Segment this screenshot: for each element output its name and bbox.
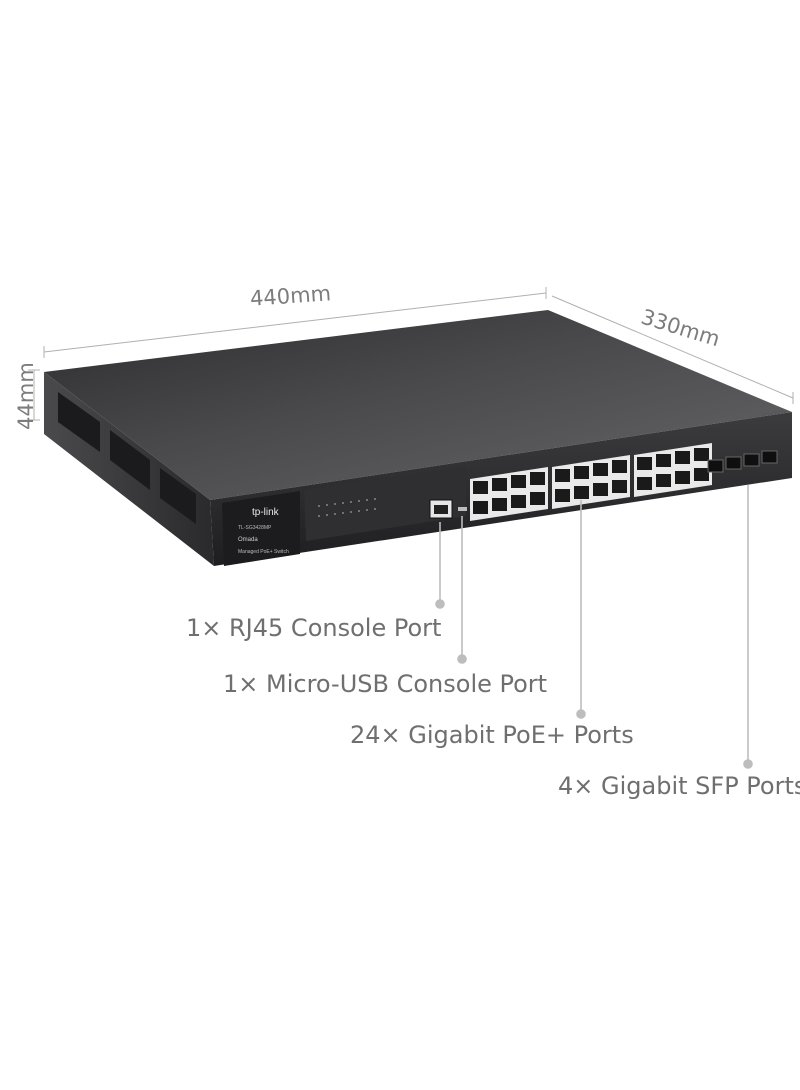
poe-port xyxy=(473,501,488,514)
series-name: Omada xyxy=(238,537,258,543)
callout-micro-usb-console: 1× Micro-USB Console Port xyxy=(223,670,548,698)
poe-port xyxy=(574,486,589,499)
callout-poe-ports: 24× Gigabit PoE+ Ports xyxy=(350,721,634,749)
poe-port xyxy=(555,469,570,482)
vent-grille xyxy=(58,392,196,524)
callout-lines xyxy=(435,485,753,769)
poe-port xyxy=(694,468,709,481)
poe-port xyxy=(492,498,507,511)
sfp-port xyxy=(725,456,742,470)
poe-port xyxy=(637,477,652,490)
micro-usb-console-port xyxy=(458,507,467,511)
poe-port xyxy=(530,472,545,485)
dimension-lines xyxy=(28,287,794,421)
status-leds xyxy=(318,498,376,517)
poe-port xyxy=(492,478,507,491)
poe-port xyxy=(656,474,671,487)
poe-port-block xyxy=(470,443,712,521)
poe-port xyxy=(694,448,709,461)
poe-port xyxy=(511,495,526,508)
poe-port xyxy=(656,454,671,467)
sfp-port xyxy=(743,453,760,467)
chassis-top xyxy=(44,310,792,500)
poe-port xyxy=(612,460,627,473)
poe-port xyxy=(612,480,627,493)
poe-port xyxy=(593,463,608,476)
poe-port xyxy=(675,471,690,484)
brand-logo: tp-link xyxy=(252,507,279,518)
poe-port xyxy=(511,475,526,488)
port-group xyxy=(634,443,712,497)
poe-port xyxy=(473,481,488,494)
poe-port xyxy=(675,451,690,464)
callout-rj45-console: 1× RJ45 Console Port xyxy=(186,614,442,642)
brand-panel xyxy=(222,491,300,566)
callout-sfp-ports: 4× Gigabit SFP Ports xyxy=(558,772,800,800)
device-description: Managed PoE+ Switch xyxy=(238,549,289,555)
sfp-port xyxy=(761,450,778,464)
model-number: TL-SG3428MP xyxy=(238,525,272,531)
port-group xyxy=(552,455,630,509)
port-group xyxy=(470,467,548,521)
poe-port xyxy=(593,483,608,496)
led-panel xyxy=(304,467,466,541)
sfp-port-block xyxy=(707,450,778,473)
poe-port xyxy=(555,489,570,502)
poe-port xyxy=(574,466,589,479)
rj45-console-socket xyxy=(434,505,448,514)
sfp-port xyxy=(707,459,724,473)
height-label: 44mm xyxy=(13,362,38,430)
poe-port xyxy=(637,457,652,470)
poe-port xyxy=(530,492,545,505)
